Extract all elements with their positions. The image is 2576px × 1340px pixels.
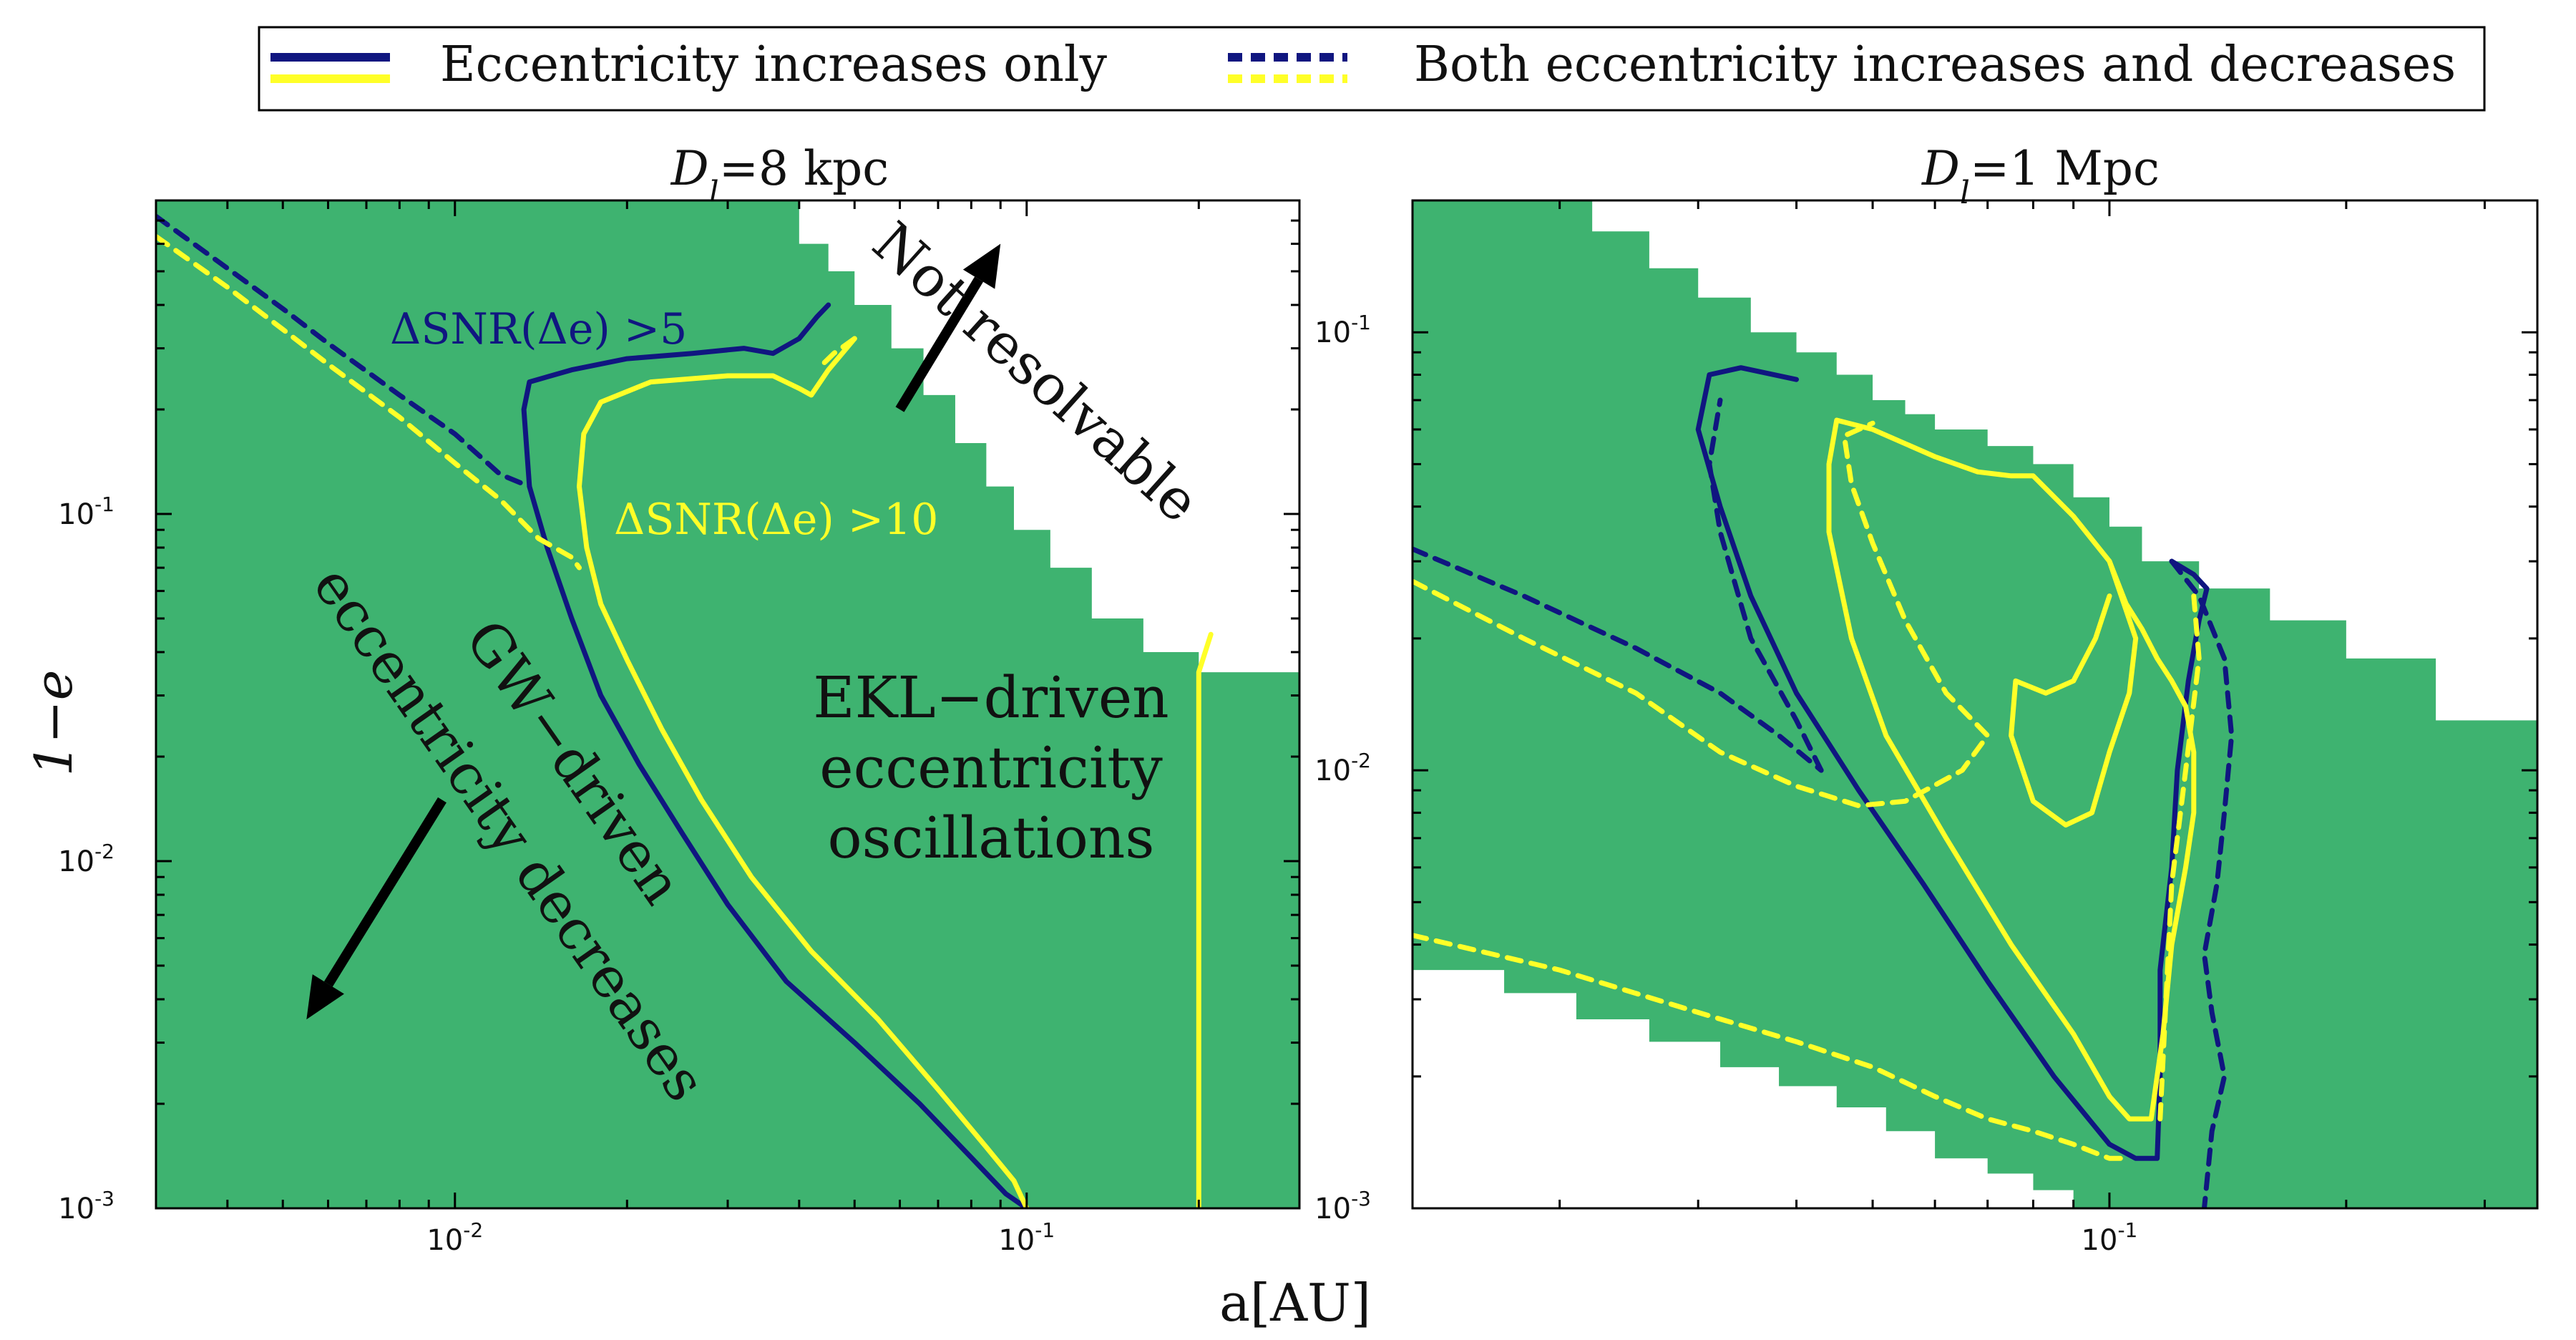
valid-region: [1413, 200, 2537, 1208]
y-tick-label-exponent: -3: [1351, 1187, 1371, 1210]
contour-blue-dashed-2: [156, 213, 532, 490]
y-tick-label-exponent: -2: [1351, 749, 1371, 772]
contour-blue-dashed-1: [1413, 546, 1824, 773]
y-tick-label-base: 10: [1314, 1193, 1351, 1225]
y-tick-label: 10-3: [58, 1187, 114, 1225]
x-tick-label-exponent: -1: [2117, 1218, 2137, 1242]
y-tick-label: 10-1: [1314, 311, 1371, 349]
annotation-ekl-line2: eccentricity: [819, 734, 1163, 801]
panel-right: 10-110-310-210-1: [1314, 199, 2539, 1257]
panel-left-title: Dl=8 kpc: [670, 141, 889, 211]
x-tick-label-exponent: -1: [1035, 1218, 1055, 1242]
panel-plot-area: [1413, 200, 2537, 1208]
contour-yellow-dashed-8: [2157, 593, 2202, 1122]
y-tick-label-exponent: -1: [1351, 311, 1371, 334]
y-tick-label: 10-2: [58, 840, 114, 878]
legend-box: [258, 26, 2486, 112]
legend: Eccentricity increases only Both eccentr…: [258, 26, 2486, 112]
annotation-ekl-line1: EKL−driven: [813, 664, 1169, 731]
contour-yellow-solid-4: [577, 484, 1030, 1208]
contour-blue-dashed-3: [2169, 558, 2235, 1208]
contour-yellow-dashed-7: [1413, 933, 2132, 1161]
x-tick-label: 10-2: [426, 1218, 483, 1257]
y-tick-label-exponent: -2: [94, 840, 114, 863]
arrow-gw-driven-head: [306, 974, 344, 1020]
y-tick-label: 10-2: [1314, 749, 1371, 787]
x-tick-label-base: 10: [426, 1224, 463, 1257]
legend-solid-label: Eccentricity increases only: [440, 37, 1108, 93]
y-tick-label: 10-3: [1314, 1187, 1371, 1225]
contour-yellow-solid-4: [1826, 417, 2197, 1122]
contour-yellow-dashed-6: [1413, 420, 1991, 809]
y-tick-label-exponent: -3: [94, 1187, 114, 1210]
panel-frame: [1411, 199, 2539, 1210]
contour-yellow-solid-5: [2009, 558, 2139, 828]
y-tick-label-base: 10: [58, 845, 94, 878]
contour-blue-solid-0: [521, 302, 831, 490]
y-tick-label-exponent: -1: [94, 492, 114, 516]
legend-dashed-label: Both eccentricity increases and decrease…: [1414, 37, 2456, 93]
x-tick-label-exponent: -2: [463, 1218, 483, 1242]
x-tick-label: 10-1: [2082, 1218, 2138, 1257]
panel-plot-area: [156, 200, 1299, 1208]
annotation-snr5: ΔSNR(Δe) >5: [390, 304, 687, 354]
valid-region: [156, 200, 1299, 1208]
panel-right-title: Dl=1 Mpc: [1921, 141, 2160, 211]
contour-yellow-solid-3: [577, 336, 857, 490]
annotation-ekl-line3: oscillations: [828, 805, 1155, 871]
contour-yellow-solid-5: [1196, 631, 1214, 1208]
y-tick-label-base: 10: [1314, 316, 1351, 349]
contour-blue-solid-1: [527, 484, 1030, 1208]
x-tick-label: 10-1: [998, 1218, 1055, 1257]
arrow-gw-driven-shaft: [323, 797, 447, 987]
y-tick-label-base: 10: [1314, 754, 1351, 787]
y-tick-label-base: 10: [58, 498, 94, 531]
x-tick-label-base: 10: [998, 1224, 1035, 1257]
x-tick-label-base: 10: [2082, 1224, 2118, 1257]
arrow-not-resolvable-head: [962, 243, 1001, 289]
contour-blue-dashed-2: [1707, 397, 1824, 773]
contour-blue-solid-0: [1695, 365, 2210, 1161]
y-tick-label: 10-1: [58, 492, 114, 531]
x-axis-label: a[AU]: [1219, 1273, 1371, 1333]
annotation-snr10: ΔSNR(Δe) >10: [614, 495, 938, 545]
arrow-not-resolvable-shaft: [895, 276, 984, 412]
y-axis-label: 1−e: [24, 670, 84, 777]
y-tick-label-base: 10: [58, 1193, 94, 1225]
contour-yellow-dashed-6: [156, 233, 582, 571]
contour-yellow-dashed-7: [820, 336, 857, 367]
